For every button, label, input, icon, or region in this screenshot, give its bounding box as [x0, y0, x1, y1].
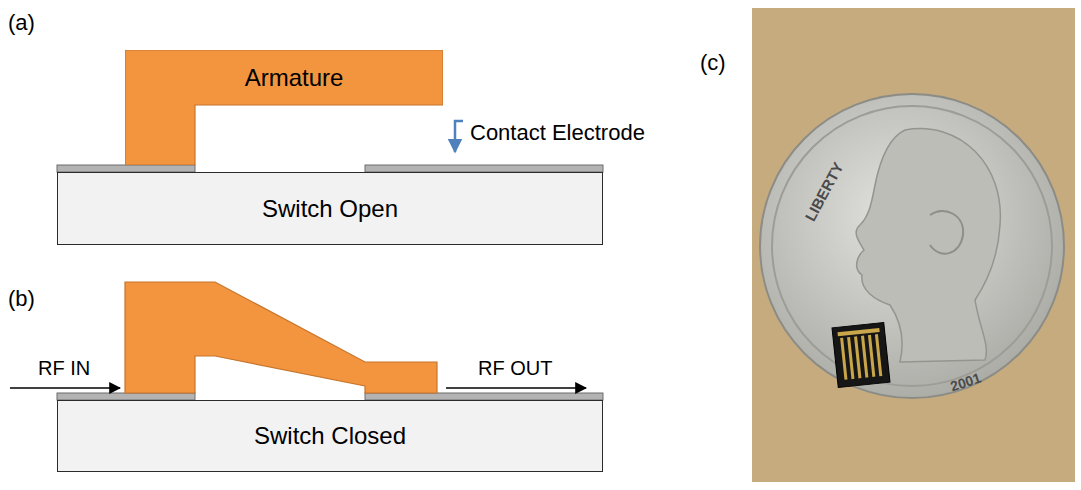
part-name: Armature: [245, 64, 344, 92]
armature-beam: Armature: [125, 50, 443, 165]
armature-deflected: [125, 282, 437, 393]
signal-arrow: [446, 387, 586, 389]
armature-shape: [125, 50, 443, 165]
contact-electrode: [365, 393, 603, 400]
photo-background: [752, 8, 1075, 482]
signal-name: RF OUT: [478, 357, 552, 380]
substrate-box: Switch Closed: [57, 400, 603, 472]
box-label: Switch Closed: [254, 422, 406, 450]
panel-letter: (a): [8, 10, 35, 35]
coin-rim: [772, 106, 1052, 386]
electrode-strip: [57, 393, 195, 400]
contact-electrode: [365, 165, 603, 172]
panel-letter: (b): [8, 286, 35, 311]
panel-letter: (c): [700, 50, 726, 75]
coin: [760, 94, 1064, 398]
substrate-box: Switch Open: [57, 172, 603, 245]
electrode-strip: [57, 165, 195, 172]
pointer-arrow: [455, 121, 463, 152]
signal-name: RF IN: [38, 357, 90, 380]
switch-chip: [832, 322, 890, 387]
part-label: Contact Electrode: [470, 120, 645, 145]
coin-portrait-ear: [930, 211, 963, 254]
box-label: Switch Open: [262, 195, 398, 223]
signal-arrow: [10, 387, 120, 389]
armature-text-area: Armature: [145, 50, 443, 105]
